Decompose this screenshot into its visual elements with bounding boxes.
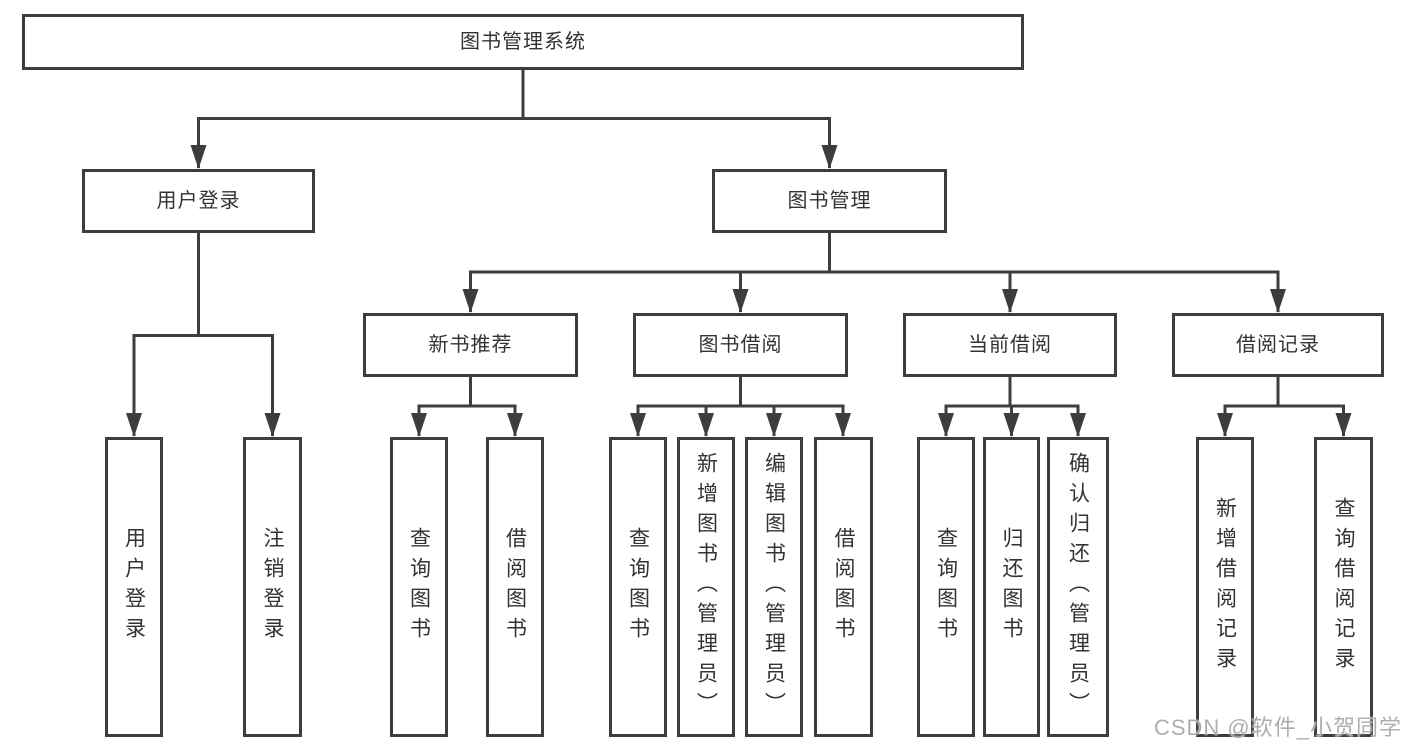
leaf-query-books-recommend: 查询图书 (390, 437, 448, 737)
leaf-query-borrow-record: 查询借阅记录 (1314, 437, 1373, 737)
leaf-query-books-current: 查询图书 (917, 437, 975, 737)
node-current-borrowing: 当前借阅 (903, 313, 1117, 377)
leaf-query-books-borrowing: 查询图书 (609, 437, 667, 737)
node-library-system: 图书管理系统 (22, 14, 1024, 70)
leaf-confirm-return-admin: 确认归还（管理员） (1047, 437, 1109, 737)
leaf-add-borrow-record: 新增借阅记录 (1196, 437, 1254, 737)
leaf-borrow-books-recommend: 借阅图书 (486, 437, 544, 737)
node-borrowing-records: 借阅记录 (1172, 313, 1384, 377)
node-new-book-recommend: 新书推荐 (363, 313, 578, 377)
leaf-borrow-books: 借阅图书 (814, 437, 873, 737)
leaf-edit-books-admin: 编辑图书（管理员） (745, 437, 803, 737)
leaf-return-books: 归还图书 (983, 437, 1040, 737)
csdn-watermark: CSDN @软件_小贺同学 (1153, 715, 1402, 740)
leaf-add-books-admin: 新增图书（管理员） (677, 437, 735, 737)
leaf-user-login: 用户登录 (105, 437, 163, 737)
node-book-management: 图书管理 (712, 169, 947, 233)
leaf-logout: 注销登录 (243, 437, 302, 737)
node-user-login: 用户登录 (82, 169, 315, 233)
node-book-borrowing: 图书借阅 (633, 313, 848, 377)
